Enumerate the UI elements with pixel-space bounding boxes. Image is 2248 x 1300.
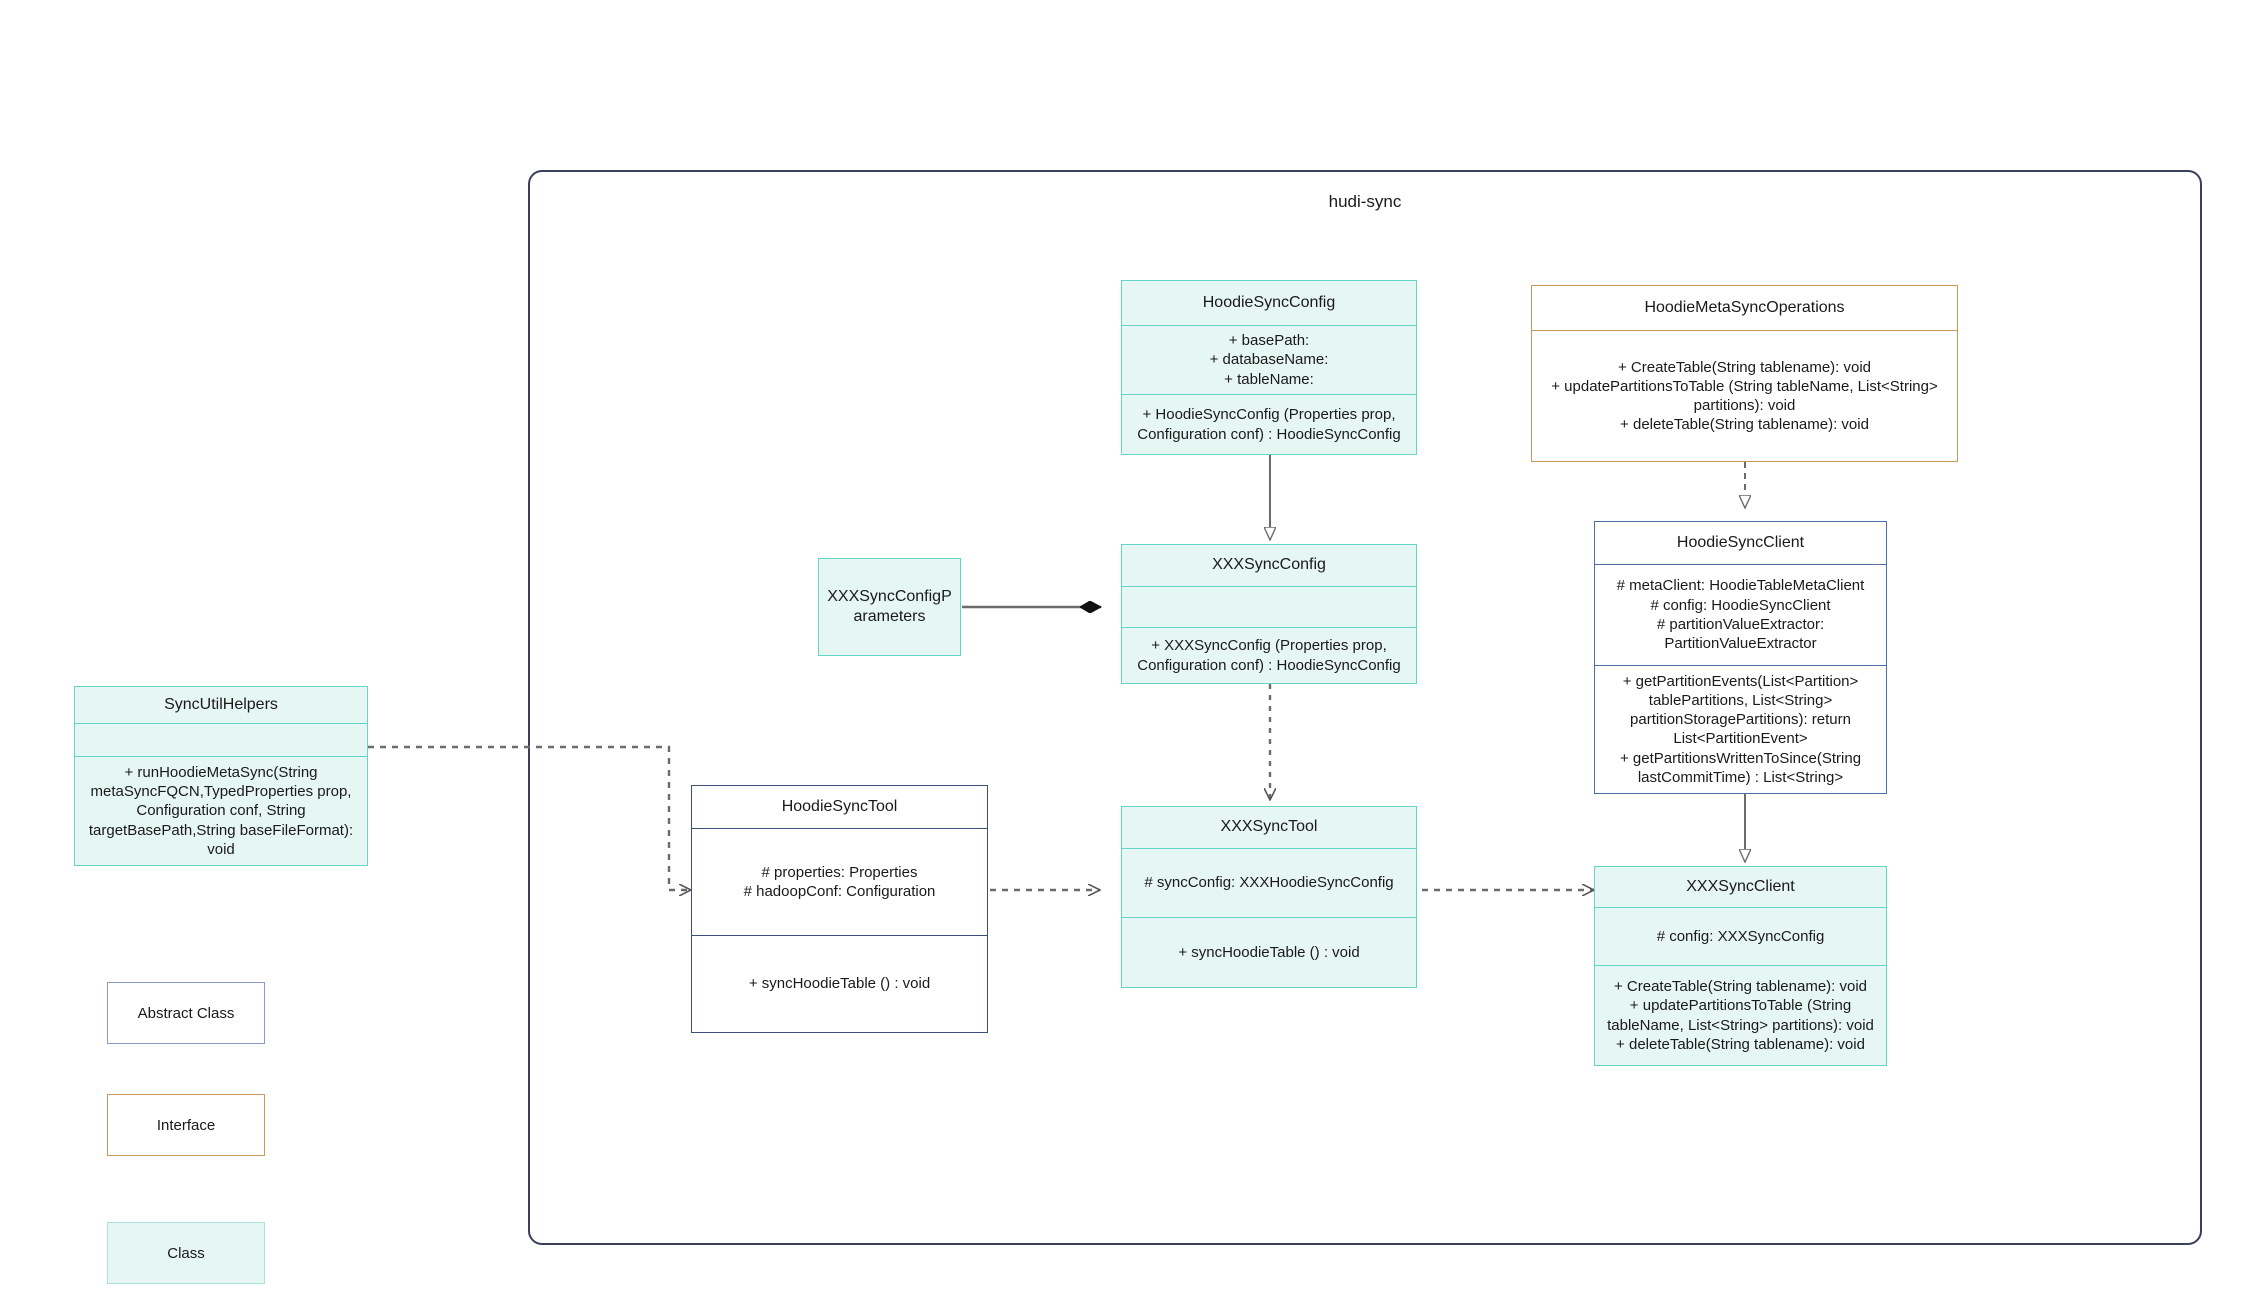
class-operations-hoodie-sync-config: + HoodieSyncConfig (Properties prop, Con…	[1122, 394, 1416, 454]
class-attributes-xxx-sync-client: # config: XXXSyncConfig	[1595, 907, 1886, 965]
interface-hoodie-meta-sync-operations[interactable]: HoodieMetaSyncOperations + CreateTable(S…	[1531, 285, 1958, 462]
class-attributes-hoodie-sync-config: + basePath: + databaseName: + tableName:	[1122, 325, 1416, 394]
class-xxx-sync-config-parameters[interactable]: XXXSyncConfigParameters	[818, 558, 961, 656]
interface-name-hoodie-meta-sync-operations: HoodieMetaSyncOperations	[1644, 298, 1845, 316]
class-operations-xxx-sync-tool: + syncHoodieTable () : void	[1122, 917, 1416, 987]
class-attributes-xxx-sync-tool: # syncConfig: XXXHoodieSyncConfig	[1122, 848, 1416, 917]
class-xxx-sync-config[interactable]: XXXSyncConfig + XXXSyncConfig (Propertie…	[1121, 544, 1417, 684]
class-hoodie-sync-client[interactable]: HoodieSyncClient # metaClient: HoodieTab…	[1594, 521, 1887, 794]
legend-class-label: Class	[167, 1244, 205, 1262]
class-operations-xxx-sync-config: + XXXSyncConfig (Properties prop, Config…	[1122, 627, 1416, 683]
class-operations-hoodie-sync-client: + getPartitionEvents(List<Partition> tab…	[1595, 664, 1886, 793]
class-name-xxx-sync-config: XXXSyncConfig	[1212, 556, 1326, 574]
legend-interface-label: Interface	[156, 1116, 216, 1134]
class-operations-sync-util-helpers: + runHoodieMetaSync(String metaSyncFQCN,…	[75, 756, 367, 865]
package-title: hudi-sync	[1328, 192, 1402, 211]
class-name-xxx-sync-tool: XXXSyncTool	[1220, 818, 1318, 836]
class-attributes-hoodie-sync-client: # metaClient: HoodieTableMetaClient # co…	[1595, 563, 1886, 665]
legend-abstract-class-label: Abstract Class	[137, 1004, 235, 1022]
legend-abstract-class: Abstract Class	[107, 982, 265, 1044]
class-hoodie-sync-tool[interactable]: HoodieSyncTool # properties: Properties …	[691, 785, 988, 1033]
class-name-hoodie-sync-tool: HoodieSyncTool	[781, 797, 898, 815]
class-name-xxx-sync-client: XXXSyncClient	[1686, 877, 1795, 895]
class-xxx-sync-tool[interactable]: XXXSyncTool # syncConfig: XXXHoodieSyncC…	[1121, 806, 1417, 988]
class-name-sync-util-helpers: SyncUtilHelpers	[164, 695, 278, 713]
class-attributes-hoodie-sync-tool: # properties: Properties # hadoopConf: C…	[692, 828, 987, 935]
class-attributes-sync-util-helpers	[75, 722, 367, 756]
class-hoodie-sync-config[interactable]: HoodieSyncConfig + basePath: + databaseN…	[1121, 280, 1417, 455]
class-name-hoodie-sync-config: HoodieSyncConfig	[1202, 293, 1336, 311]
class-xxx-sync-client[interactable]: XXXSyncClient # config: XXXSyncConfig + …	[1594, 866, 1887, 1066]
class-sync-util-helpers[interactable]: SyncUtilHelpers + runHoodieMetaSync(Stri…	[74, 686, 368, 866]
legend-class: Class	[107, 1222, 265, 1284]
class-name-hoodie-sync-client: HoodieSyncClient	[1676, 533, 1805, 551]
class-attributes-xxx-sync-config	[1122, 586, 1416, 627]
interface-operations-hoodie-meta-sync-operations: + CreateTable(String tablename): void + …	[1532, 330, 1957, 461]
class-name-xxx-sync-config-parameters: XXXSyncConfigParameters	[827, 587, 952, 625]
class-operations-hoodie-sync-tool: + syncHoodieTable () : void	[692, 935, 987, 1032]
legend-interface: Interface	[107, 1094, 265, 1156]
package-hudi-sync: hudi-sync	[528, 170, 2202, 1245]
class-operations-xxx-sync-client: + CreateTable(String tablename): void + …	[1595, 965, 1886, 1065]
